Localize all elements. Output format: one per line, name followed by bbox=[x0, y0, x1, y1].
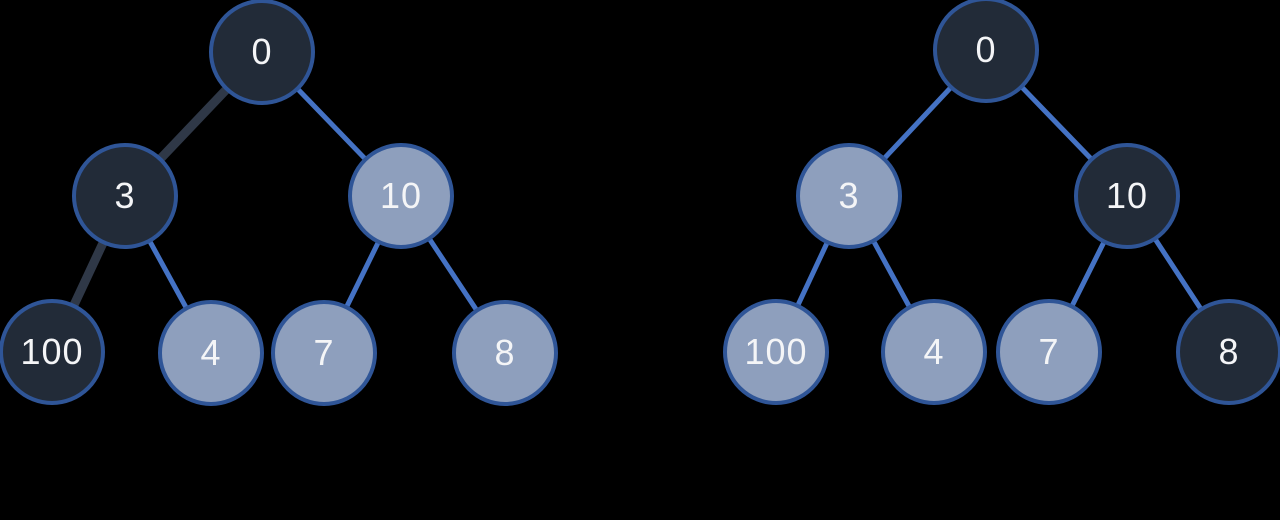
node-label: 0 bbox=[975, 29, 997, 70]
node-label: 4 bbox=[923, 331, 945, 372]
node-label: 8 bbox=[494, 332, 516, 373]
right-tree-node-4: 4 bbox=[881, 299, 987, 405]
node-label: 10 bbox=[1105, 175, 1149, 216]
left-tree-node-10: 10 bbox=[348, 143, 454, 249]
node-label: 4 bbox=[200, 332, 222, 373]
node-label: 100 bbox=[744, 331, 808, 372]
left-tree-node-3: 3 bbox=[72, 143, 178, 249]
left-tree-node-100: 100 bbox=[0, 299, 105, 405]
left-tree-node-4: 4 bbox=[158, 300, 264, 406]
left-tree-node-8: 8 bbox=[452, 300, 558, 406]
node-label: 10 bbox=[379, 175, 423, 216]
left-tree-node-7: 7 bbox=[271, 300, 377, 406]
right-tree-node-8: 8 bbox=[1176, 299, 1280, 405]
node-label: 7 bbox=[313, 332, 335, 373]
node-label: 3 bbox=[114, 175, 136, 216]
right-tree-node-7: 7 bbox=[996, 299, 1102, 405]
right-tree-node-3: 3 bbox=[796, 143, 902, 249]
right-tree-node-0: 0 bbox=[933, 0, 1039, 103]
node-label: 8 bbox=[1218, 331, 1240, 372]
left-tree-node-0: 0 bbox=[209, 0, 315, 105]
node-label: 3 bbox=[838, 175, 860, 216]
right-tree-node-100: 100 bbox=[723, 299, 829, 405]
node-label: 100 bbox=[20, 331, 84, 372]
right-tree-node-10: 10 bbox=[1074, 143, 1180, 249]
node-label: 0 bbox=[251, 31, 273, 72]
node-label: 7 bbox=[1038, 331, 1060, 372]
